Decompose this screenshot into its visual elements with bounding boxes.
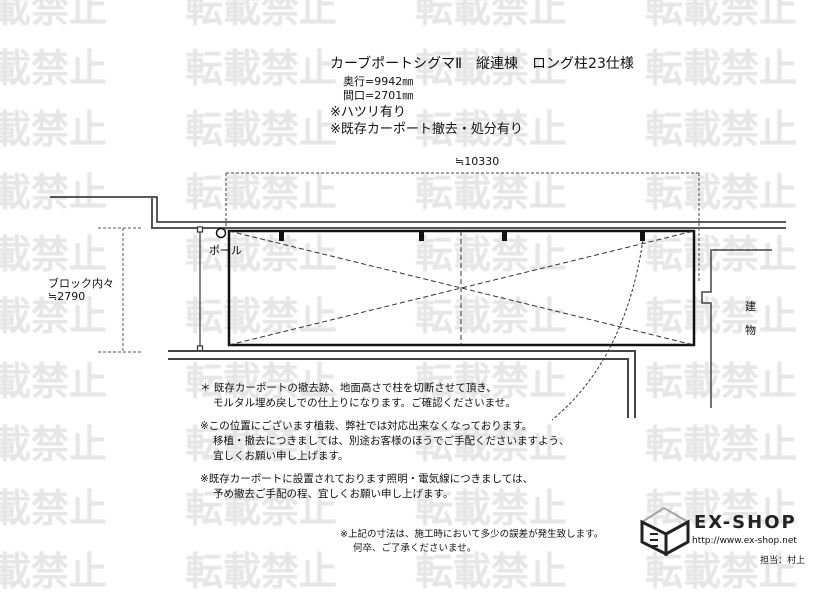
note-4: ※上記の寸法は、施工時において多少の誤差が発生致します。 何卒、ご了承くださいま… [340,528,603,556]
note-1-line-1: ＊ 既存カーポートの撤去跡、地面高さで柱を切断させて頂き、 [200,382,497,394]
note-4-line-1: ※上記の寸法は、施工時において多少の誤差が発生致します。 [340,529,604,540]
note-2-line-3: 宜しくお願い申し上げます。 [213,450,349,462]
planting-arc [551,239,644,421]
block-dimension-line [98,227,142,353]
overall-dimension-label: ≒10330 [455,155,500,168]
note-3: ※既存カーポートに設置されております照明・電気線につきましては、 予め撤去ご手配… [200,472,533,502]
staff-name: 担当：村上 [760,556,806,566]
width-spec: 間口=2701㎜ [343,89,414,102]
note-2-line-2: 移植・撤去につきましては、別途お客様のほうでご手配くださいますよう、 [213,435,570,447]
carport-roof-diagonals [228,230,695,346]
note-2: ※この位置にございます植栽、弊社では対応出来なくなっております。 移植・撤去につ… [200,419,569,464]
product-title: カーブポートシグマⅡ 縦連棟 ロング柱23仕様 [330,56,634,72]
brand-url: http://www.ex-shop.net [692,536,797,546]
depth-spec: 奥行=9942㎜ [343,75,414,88]
bottom-block-wall [168,350,636,418]
note-1-line-2: モルタル埋め戻しでの仕上りになります。ご確認くださいませ。 [213,397,516,409]
note-4-line-2: 何卒、ご了承くださいませ。 [353,543,477,554]
building-label-2: 物 [745,324,756,337]
note-removal: ※既存カーポート撤去・処分有り [330,122,523,137]
note-3-line-1: ※既存カーポートに設置されております照明・電気線につきましては、 [200,473,534,485]
building-outline [701,249,772,408]
pole-marker [215,227,227,239]
inner-measure-line [196,226,204,352]
brand-name: EX-SHOP [694,512,797,533]
block-dimension-value: ≒2790 [48,290,86,303]
note-2-line-1: ※この位置にございます植栽、弊社では対応出来なくなっております。 [200,420,533,432]
note-3-line-2: 予め撤去ご手配の程、宜しくお願い申し上げます。 [213,488,454,500]
ex-shop-logo-icon [639,506,691,556]
top-block-wall [50,196,786,229]
carport-posts [279,232,645,241]
block-dimension-label: ブロック内々 [48,277,114,290]
pole-label: ポール [209,244,242,257]
note-chipping: ※ハツリ有り [330,105,406,120]
note-1: ＊ 既存カーポートの撤去跡、地面高さで柱を切断させて頂き、 モルタル埋め戻しでの… [200,381,516,411]
building-label-1: 建 [745,300,756,313]
